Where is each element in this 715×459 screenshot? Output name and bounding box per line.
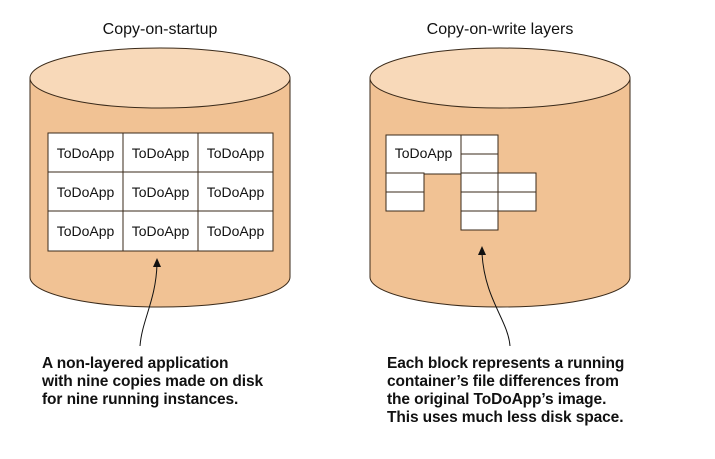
left-grid-cell: ToDoApp	[207, 184, 265, 200]
left-caption-line: with nine copies made on disk	[42, 373, 264, 390]
left-grid-cell: ToDoApp	[207, 145, 265, 161]
left-grid-cell: ToDoApp	[57, 145, 115, 161]
right-caption-line: Each block represents a running	[387, 355, 625, 372]
diff-block	[460, 153, 499, 174]
right-cylinder-top	[369, 47, 631, 109]
diff-block	[460, 210, 499, 231]
left-grid-cell: ToDoApp	[57, 184, 115, 200]
diff-block	[497, 191, 537, 212]
left-arrow-head	[153, 258, 161, 267]
left-grid-cell: ToDoApp	[57, 223, 115, 239]
left-caption-line: for nine running instances.	[42, 391, 239, 408]
left-caption: A non-layered application with nine copi…	[42, 355, 263, 409]
right-caption-line: This uses much less disk space.	[387, 409, 624, 426]
right-layer-blocks: ToDoApp	[385, 134, 537, 231]
right-caption-line: the original ToDoApp’s image.	[387, 391, 607, 408]
right-pointer-arrow	[478, 246, 511, 347]
right-caption: Each block represents a running containe…	[387, 355, 624, 427]
left-grid-cell: ToDoApp	[132, 223, 190, 239]
left-title: Copy-on-startup	[103, 21, 218, 38]
base-image-label: ToDoApp	[395, 145, 453, 161]
left-pointer-arrow	[139, 258, 161, 347]
diff-block	[460, 134, 499, 155]
right-caption-line: container’s file differences from	[387, 373, 619, 390]
left-caption-line: A non-layered application	[42, 355, 229, 372]
left-grid-cell: ToDoApp	[132, 184, 190, 200]
base-image-block	[385, 134, 462, 175]
diff-block	[497, 172, 537, 193]
left-arrow-line	[139, 263, 158, 347]
left-cylinder-top	[29, 47, 291, 109]
diff-block	[460, 172, 499, 193]
left-grid-cell: ToDoApp	[132, 145, 190, 161]
right-arrow-head	[478, 246, 486, 255]
right-arrow-line	[481, 253, 511, 347]
diff-block	[385, 172, 425, 193]
left-grid-cell: ToDoApp	[207, 223, 265, 239]
diff-block	[385, 191, 425, 212]
left-grid-background	[47, 132, 274, 252]
left-panel: Copy-on-startup ToDoApp ToDoApp ToDoApp …	[29, 21, 291, 347]
right-title: Copy-on-write layers	[427, 21, 574, 38]
diff-block	[460, 191, 499, 212]
left-copy-grid: ToDoApp ToDoApp ToDoApp ToDoApp ToDoApp …	[47, 132, 274, 252]
right-panel: Copy-on-write layers ToDoApp	[369, 21, 631, 347]
